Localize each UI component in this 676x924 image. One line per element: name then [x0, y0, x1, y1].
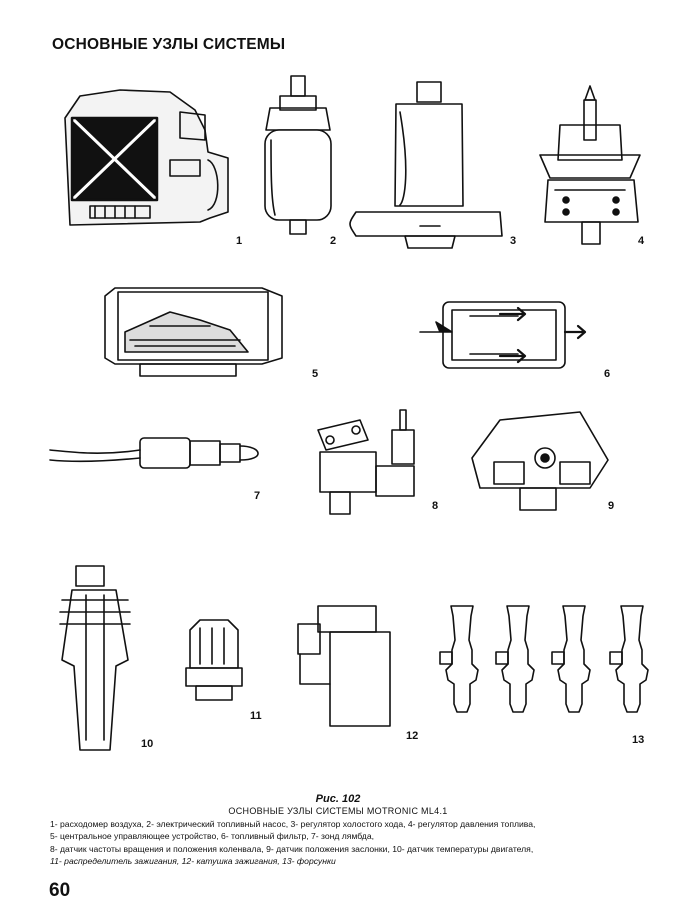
legend-line: 8- датчик частоты вращения и положения к… — [50, 843, 534, 854]
temperature-sensor-drawing — [59, 565, 131, 751]
injector-shape — [501, 605, 535, 713]
part-number-4: 4 — [638, 235, 645, 247]
part-number-11: 11 — [250, 710, 262, 722]
pressure-regulator-drawing — [539, 85, 641, 245]
distributor-drawing — [185, 619, 243, 701]
lambda-probe-drawing — [49, 437, 259, 469]
part-number-8: 8 — [432, 500, 439, 512]
air-flow-meter-drawing — [64, 89, 229, 226]
part-number-13: 13 — [632, 734, 645, 746]
idle-regulator-drawing — [349, 81, 503, 249]
injector-shape — [615, 605, 649, 713]
part-number-6: 6 — [604, 368, 611, 380]
fuel-pump-drawing — [264, 75, 332, 235]
figure-label: Рис. 102 — [315, 793, 361, 805]
figure-legend: 1- расходомер воздуха, 2- электрический … — [50, 818, 650, 867]
components-illustration — [49, 75, 649, 751]
part-number-10: 10 — [141, 738, 154, 750]
part-number-7: 7 — [254, 490, 261, 502]
injector-shape — [445, 605, 479, 713]
legend-line: 11- распределитель зажигания, 12- катушк… — [50, 855, 336, 866]
part-number-12: 12 — [406, 730, 419, 742]
legend-line: 1- расходомер воздуха, 2- электрический … — [50, 819, 536, 829]
part-number-3: 3 — [510, 235, 517, 247]
page-title: ОСНОВНЫЕ УЗЛЫ СИСТЕМЫ — [52, 36, 286, 53]
part-number-5: 5 — [312, 368, 319, 380]
fuel-filter-drawing — [419, 301, 587, 369]
part-number-2: 2 — [330, 235, 337, 247]
crankshaft-sensor-drawing — [317, 409, 415, 515]
injector-connector — [551, 651, 565, 665]
control-unit-drawing — [104, 287, 283, 377]
ignition-coil-drawing — [297, 605, 391, 727]
injectors-drawing — [439, 605, 649, 713]
throttle-sensor-drawing — [471, 411, 609, 511]
figure-caption: ОСНОВНЫЕ УЗЛЫ СИСТЕМЫ MOTRONIC ML4.1 — [228, 806, 448, 816]
part-number-1: 1 — [236, 235, 243, 247]
injector-shape — [557, 605, 591, 713]
injector-connector — [439, 651, 453, 665]
page-number: 60 — [49, 880, 71, 901]
injector-connector — [609, 651, 623, 665]
injector-connector — [495, 651, 509, 665]
legend-line: 5- центральное управляющее устройство, 6… — [50, 831, 374, 842]
part-number-9: 9 — [608, 500, 615, 512]
